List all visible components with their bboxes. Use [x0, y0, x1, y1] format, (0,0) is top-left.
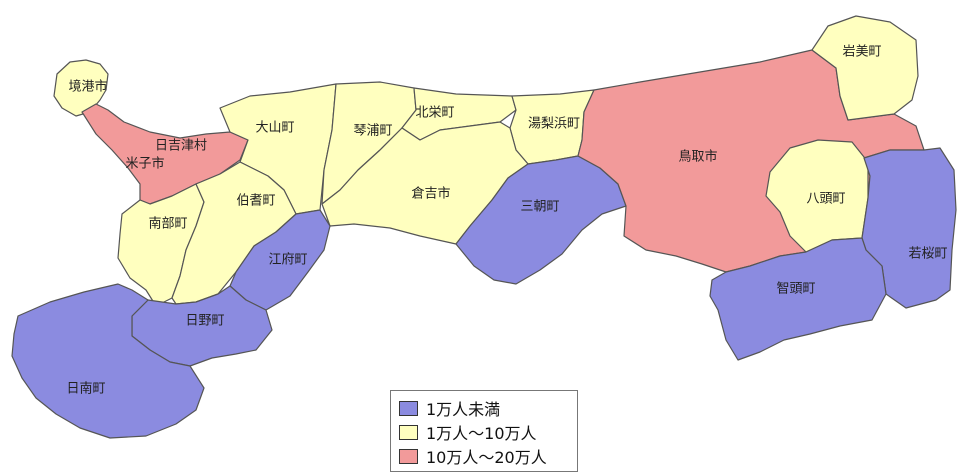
region-chizu[interactable] [709, 237, 887, 361]
region-label-yonago: 米子市 [125, 156, 164, 172]
legend-label-under-10k: 1万人未満 [426, 400, 501, 419]
region-label-kofu: 江府町 [268, 253, 307, 268]
region-nichinan[interactable] [11, 283, 205, 439]
region-label-nichinan: 日南町 [66, 381, 105, 397]
region-label-hoki: 伯耆町 [236, 194, 275, 209]
map-legend: 1万人未満 1万人～10万人 10万人～20万人 [390, 390, 578, 472]
legend-row-under-10k: 1万人未満 [399, 396, 571, 420]
legend-label-100k-to-200k: 10万人～20万人 [426, 448, 547, 467]
region-sakaiminato[interactable] [53, 59, 109, 117]
legend-swatch-under-10k [399, 400, 418, 416]
region-label-daisen: 大山町 [255, 121, 294, 136]
region-label-chizu: 智頭町 [776, 282, 815, 297]
region-hoki[interactable] [171, 161, 297, 305]
region-label-hokuei: 北栄町 [415, 106, 454, 121]
region-label-tottori: 鳥取市 [678, 149, 717, 165]
region-kurayoshi[interactable] [321, 121, 529, 245]
region-label-misasa: 三朝町 [520, 200, 559, 215]
region-label-sakaiminato: 境港市 [68, 79, 107, 95]
region-label-yazu: 八頭町 [806, 192, 845, 207]
region-label-hino: 日野町 [185, 314, 224, 329]
legend-label-10k-to-100k: 1万人～10万人 [426, 424, 537, 443]
region-label-yurihama: 湯梨浜町 [528, 117, 580, 132]
region-label-kurayoshi: 倉吉市 [411, 186, 450, 202]
region-label-hiezu: 日吉津村 [155, 139, 207, 154]
region-label-nanbu: 南部町 [148, 216, 187, 232]
region-label-kotoura: 琴浦町 [353, 124, 392, 139]
region-iwami[interactable] [811, 15, 919, 121]
legend-row-100k-to-200k: 10万人～20万人 [399, 444, 571, 468]
region-label-wakasa: 若桜町 [908, 246, 947, 262]
legend-swatch-100k-to-200k [399, 448, 418, 464]
region-label-iwami: 岩美町 [842, 45, 881, 60]
legend-swatch-10k-to-100k [399, 424, 418, 440]
legend-row-10k-to-100k: 1万人～10万人 [399, 420, 571, 444]
